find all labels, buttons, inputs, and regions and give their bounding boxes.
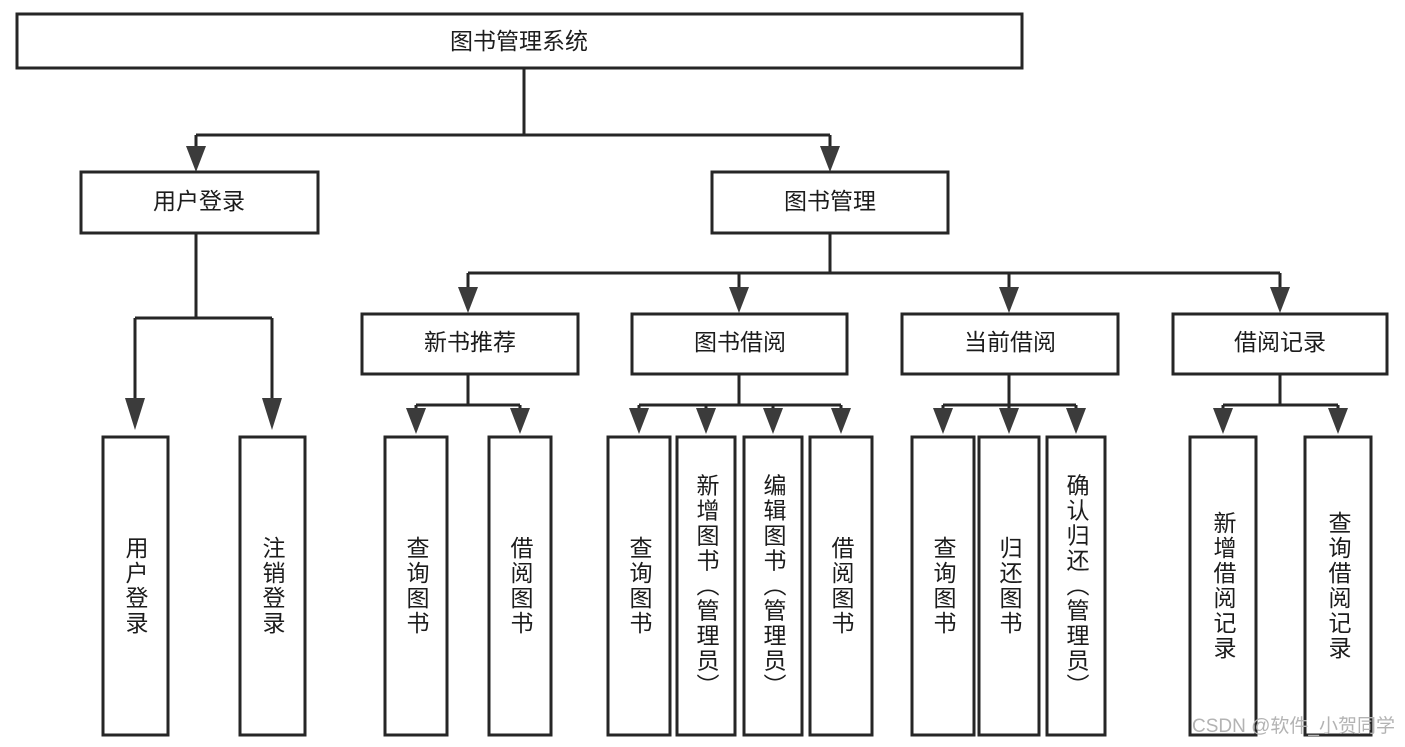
arrowhead-leaf-add-record xyxy=(1213,408,1233,434)
node-leaf-query-record[interactable]: 查询借阅记录 xyxy=(1303,435,1373,737)
watermark-label: CSDN @软件_小贺同学 xyxy=(1192,715,1395,737)
arrowhead-leaf-query-record xyxy=(1328,408,1348,434)
node-new-book-rec-label: 新书推荐 xyxy=(424,329,516,355)
node-leaf-logout-box[interactable] xyxy=(238,435,307,737)
node-leaf-confirm-return[interactable]: 确认归还（管理员） xyxy=(1045,435,1107,737)
arrowhead-leaf-borrow-book-b xyxy=(831,408,851,434)
node-leaf-query-book-c-box[interactable] xyxy=(910,435,976,737)
arrowhead-leaf-add-book xyxy=(696,408,716,434)
node-leaf-query-book-a-label: 查询图书 xyxy=(403,536,430,636)
arrowhead-borrow-record xyxy=(1270,287,1290,313)
node-borrow-record-box[interactable] xyxy=(1171,312,1389,376)
node-book-manage[interactable]: 图书管理 xyxy=(710,170,950,235)
arrowhead-new-book-rec xyxy=(458,287,478,313)
node-leaf-edit-book-label: 编辑图书（管理员） xyxy=(760,474,787,699)
node-leaf-borrow-book-a-box[interactable] xyxy=(487,435,553,737)
node-leaf-return-book-label: 归还图书 xyxy=(996,536,1023,636)
node-leaf-query-book-c[interactable]: 查询图书 xyxy=(910,435,976,737)
node-book-borrow[interactable]: 图书借阅 xyxy=(630,312,849,376)
arrowhead-leaf-logout xyxy=(262,398,282,430)
node-leaf-borrow-book-a-label: 借阅图书 xyxy=(507,536,534,636)
node-leaf-edit-book[interactable]: 编辑图书（管理员） xyxy=(742,435,804,737)
node-current-borrow-box[interactable] xyxy=(900,312,1120,376)
node-user-login[interactable]: 用户登录 xyxy=(79,170,320,235)
node-leaf-confirm-return-label: 确认归还（管理员） xyxy=(1063,474,1090,699)
node-leaf-add-book-box[interactable] xyxy=(675,435,737,737)
node-leaf-user-login-box[interactable] xyxy=(101,435,170,737)
node-leaf-query-book-b-box[interactable] xyxy=(606,435,672,737)
node-book-borrow-box[interactable] xyxy=(630,312,849,376)
node-leaf-query-book-a[interactable]: 查询图书 xyxy=(383,435,449,737)
arrowhead-leaf-user-login xyxy=(125,398,145,430)
node-leaf-confirm-return-box[interactable] xyxy=(1045,435,1107,737)
node-user-login-label: 用户登录 xyxy=(153,188,245,214)
node-leaf-return-book[interactable]: 归还图书 xyxy=(977,435,1041,737)
node-borrow-record-label: 借阅记录 xyxy=(1234,329,1326,355)
node-leaf-query-record-box[interactable] xyxy=(1303,435,1373,737)
node-leaf-query-record-label: 查询借阅记录 xyxy=(1325,511,1352,661)
arrowhead-current-borrow xyxy=(999,287,1019,313)
arrowhead-user-login xyxy=(186,146,206,172)
node-new-book-rec-box[interactable] xyxy=(360,312,580,376)
connector-layer xyxy=(125,68,1348,434)
node-user-login-box[interactable] xyxy=(79,170,320,235)
node-leaf-add-book-label: 新增图书（管理员） xyxy=(693,474,720,699)
node-leaf-logout-label: 注销登录 xyxy=(259,536,286,636)
node-root-label: 图书管理系统 xyxy=(450,28,588,54)
node-book-borrow-label: 图书借阅 xyxy=(694,329,786,355)
node-leaf-query-book-b-label: 查询图书 xyxy=(626,536,653,636)
node-root[interactable]: 图书管理系统 xyxy=(15,12,1024,70)
node-current-borrow-label: 当前借阅 xyxy=(964,329,1056,355)
node-leaf-user-login[interactable]: 用户登录 xyxy=(101,435,170,737)
node-leaf-borrow-book-a[interactable]: 借阅图书 xyxy=(487,435,553,737)
node-leaf-query-book-c-label: 查询图书 xyxy=(930,536,957,636)
node-leaf-user-login-label: 用户登录 xyxy=(122,536,149,636)
node-root-box[interactable] xyxy=(15,12,1024,70)
arrowhead-leaf-return-book xyxy=(999,408,1019,434)
node-leaf-add-book[interactable]: 新增图书（管理员） xyxy=(675,435,737,737)
node-leaf-query-book-a-box[interactable] xyxy=(383,435,449,737)
node-leaf-query-book-b[interactable]: 查询图书 xyxy=(606,435,672,737)
node-borrow-record[interactable]: 借阅记录 xyxy=(1171,312,1389,376)
node-current-borrow[interactable]: 当前借阅 xyxy=(900,312,1120,376)
node-book-manage-label: 图书管理 xyxy=(784,188,876,214)
arrowhead-leaf-query-book-b xyxy=(629,408,649,434)
node-leaf-add-record-box[interactable] xyxy=(1188,435,1258,737)
arrowhead-book-borrow xyxy=(729,287,749,313)
node-leaf-edit-book-box[interactable] xyxy=(742,435,804,737)
arrowhead-leaf-query-book-c xyxy=(933,408,953,434)
node-leaf-add-record-label: 新增借阅记录 xyxy=(1210,511,1237,661)
arrowhead-book-manage xyxy=(820,146,840,172)
arrowhead-leaf-edit-book xyxy=(763,408,783,434)
node-leaf-return-book-box[interactable] xyxy=(977,435,1041,737)
arrowhead-leaf-borrow-book-a xyxy=(510,408,530,434)
arrowhead-leaf-query-book-a xyxy=(406,408,426,434)
node-leaf-borrow-book-b-label: 借阅图书 xyxy=(828,536,855,636)
node-leaf-logout[interactable]: 注销登录 xyxy=(238,435,307,737)
node-leaf-borrow-book-b[interactable]: 借阅图书 xyxy=(808,435,874,737)
arrowhead-leaf-confirm-return xyxy=(1066,408,1086,434)
node-leaf-add-record[interactable]: 新增借阅记录 xyxy=(1188,435,1258,737)
node-book-manage-box[interactable] xyxy=(710,170,950,235)
node-leaf-borrow-book-b-box[interactable] xyxy=(808,435,874,737)
node-new-book-rec[interactable]: 新书推荐 xyxy=(360,312,580,376)
